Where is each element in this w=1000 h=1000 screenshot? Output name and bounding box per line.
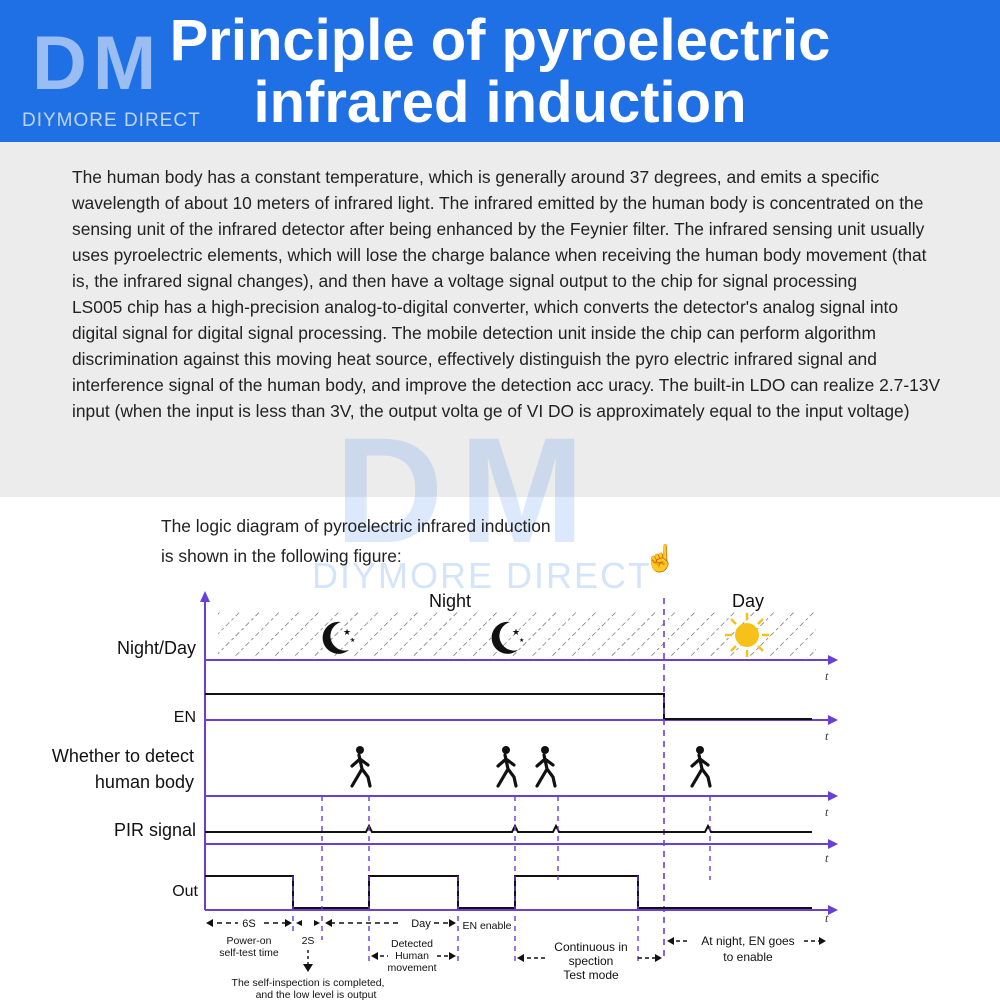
caption-line1: The logic diagram of pyroelectric infrar… — [161, 516, 551, 536]
svg-text:★: ★ — [512, 627, 520, 637]
en-signal — [205, 693, 812, 720]
annotation-detected-line3: movement — [387, 962, 436, 974]
moon-icon: ★ ★ — [491, 621, 524, 654]
row-label-en: EN — [174, 709, 196, 726]
row-label-pir: PIR signal — [114, 820, 196, 840]
annotation-selfinspect-line1: The self-inspection is completed, — [232, 977, 385, 989]
hand-pointer-icon: ☝ — [644, 543, 677, 573]
annotation-atnight-line1: At night, EN goes — [701, 934, 794, 948]
walking-person-icon — [535, 746, 557, 788]
annotation-continuous-line2: spection — [569, 954, 614, 968]
header-banner: DM DIYMORE DIRECT Principle of pyroelect… — [0, 0, 1000, 142]
row-label-detect-line1: Whether to detect — [52, 746, 194, 766]
annotation-atnight-line2: to enable — [723, 950, 773, 964]
axis-arrows — [828, 655, 838, 915]
t-label-2: t — [825, 729, 829, 743]
description-panel: The human body has a constant temperatur… — [0, 142, 1000, 497]
annotation-en-enable: EN enable — [462, 920, 511, 932]
t-label-3: t — [825, 805, 829, 819]
caption-line2: is shown in the following figure: — [161, 546, 402, 566]
row-label-detect-line2: human body — [95, 772, 194, 792]
description-text: The human body has a constant temperatur… — [72, 164, 942, 424]
night-hatch — [218, 612, 664, 658]
annotation-detected-line1: Detected — [391, 938, 433, 950]
period-day-label: Day — [732, 591, 764, 611]
logo-text: DIYMORE DIRECT — [22, 110, 201, 131]
annotation-poweron-line1: Power-on — [227, 935, 272, 947]
t-label-4: t — [825, 851, 829, 865]
page-title: Principle of pyroelectric infrared induc… — [0, 10, 1000, 134]
brand-logo: DM DIYMORE DIRECT — [22, 22, 222, 137]
pir-signal — [205, 823, 812, 833]
row-label-night-day: Night/Day — [117, 638, 196, 658]
annotation-continuous-line1: Continuous in — [554, 940, 627, 954]
timing-annotations: 6S Power-on self-test time 2S The self-i… — [206, 918, 826, 1000]
event-guides — [292, 796, 711, 965]
walking-person-icon — [496, 746, 518, 788]
t-label-5: t — [825, 911, 829, 925]
axis-t-labels: t t t t t — [825, 669, 829, 925]
period-night-label: Night — [429, 591, 471, 611]
description-paragraph-2: LS005 chip has a high-precision analog-t… — [72, 297, 941, 421]
out-signal — [205, 875, 812, 909]
logo-mark: DM — [32, 21, 163, 106]
svg-text:★: ★ — [343, 627, 351, 637]
annotation-detected-line2: Human — [395, 950, 429, 962]
page-title-line1: Principle of pyroelectric — [169, 8, 831, 73]
svg-text:★: ★ — [519, 637, 524, 644]
diagram-caption: The logic diagram of pyroelectric infrar… — [161, 511, 641, 571]
description-paragraph-1: The human body has a constant temperatur… — [72, 167, 927, 291]
time-axes — [205, 659, 830, 911]
annotation-poweron-line2: self-test time — [219, 947, 279, 959]
walking-person-icon — [690, 746, 712, 788]
row-label-out: Out — [172, 883, 198, 900]
annotation-selfinspect-line2: and the low level is output — [256, 989, 377, 1000]
walking-person-icon — [350, 746, 372, 788]
t-label-1: t — [825, 669, 829, 683]
svg-text:★: ★ — [350, 637, 355, 644]
annotation-6s: 6S — [242, 918, 255, 930]
moon-icon: ★ ★ — [322, 621, 355, 654]
page-title-line2: infrared induction — [253, 70, 747, 135]
annotation-day: Day — [411, 918, 431, 930]
annotation-continuous-line3: Test mode — [563, 968, 619, 982]
sun-icon — [725, 613, 769, 657]
annotation-2s: 2S — [302, 935, 315, 947]
timing-diagram: t t t t t Night/Day EN Whether to detect… — [52, 591, 838, 1000]
vertical-axis-arrow — [200, 591, 210, 602]
